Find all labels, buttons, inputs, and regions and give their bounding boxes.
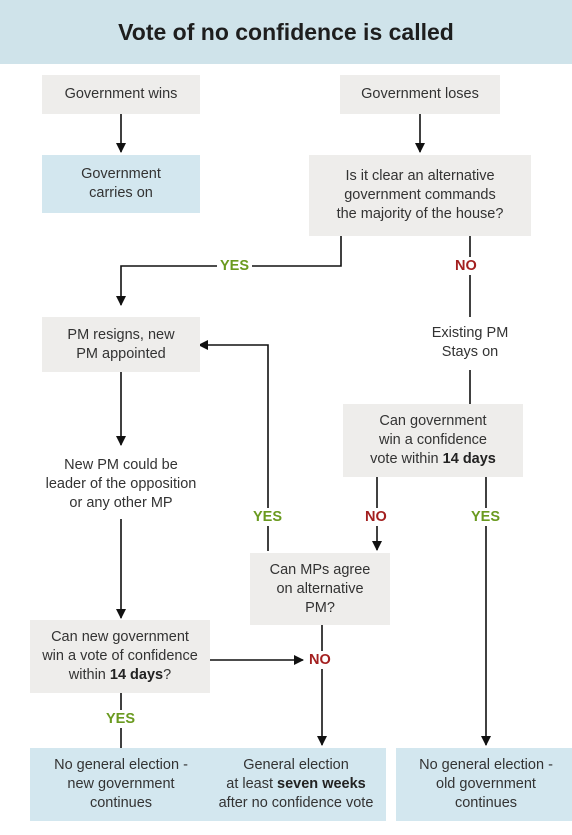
existing-pm-stays-box: Existing PM Stays on [400, 318, 540, 368]
can-government-win-box: Can government win a confidence vote wit… [343, 404, 523, 477]
can-new-government-question-mark: ? [163, 667, 172, 683]
government-loses-box: Government loses [340, 75, 500, 114]
pm-resigns-box: PM resigns, new PM appointed [42, 317, 200, 372]
general-election-weeks: seven weeks [277, 776, 366, 792]
label-yes-mps: YES [250, 508, 286, 526]
can-government-win-text: Can government win a confidence vote wit… [370, 413, 487, 467]
general-election-box: General election at least seven weeks af… [206, 748, 386, 821]
label-yes-can-gov: YES [468, 508, 504, 526]
government-carries-on-box: Government carries on [42, 155, 200, 213]
label-yes-can-new-gov: YES [103, 710, 139, 728]
government-wins-box: Government wins [42, 75, 200, 114]
can-government-win-days: 14 days [442, 451, 496, 467]
new-pm-could-be-box: New PM could be leader of the opposition… [30, 452, 212, 516]
label-yes-alt-gov: YES [217, 257, 253, 275]
general-election-after: after no confidence vote [218, 795, 374, 811]
can-new-government-days: 14 days [109, 667, 164, 683]
arrow-mps-yes-to-resigns [198, 340, 269, 551]
label-no-can-new-gov: NO [306, 651, 334, 669]
can-mps-agree-box: Can MPs agree on alternative PM? [250, 553, 390, 625]
can-new-government-text: Can new government win a vote of confide… [42, 629, 198, 683]
general-election-text: General election at least [226, 757, 349, 792]
alternative-government-question-box: Is it clear an alternative government co… [309, 155, 531, 236]
label-no-can-gov: NO [362, 508, 390, 526]
can-new-government-win-box: Can new government win a vote of confide… [30, 620, 210, 693]
no-election-old-government-box: No general election - old government con… [396, 748, 572, 821]
label-no-alt-gov: NO [452, 257, 480, 275]
page-title: Vote of no confidence is called [0, 0, 572, 64]
no-election-new-government-box: No general election - new government con… [30, 748, 212, 821]
